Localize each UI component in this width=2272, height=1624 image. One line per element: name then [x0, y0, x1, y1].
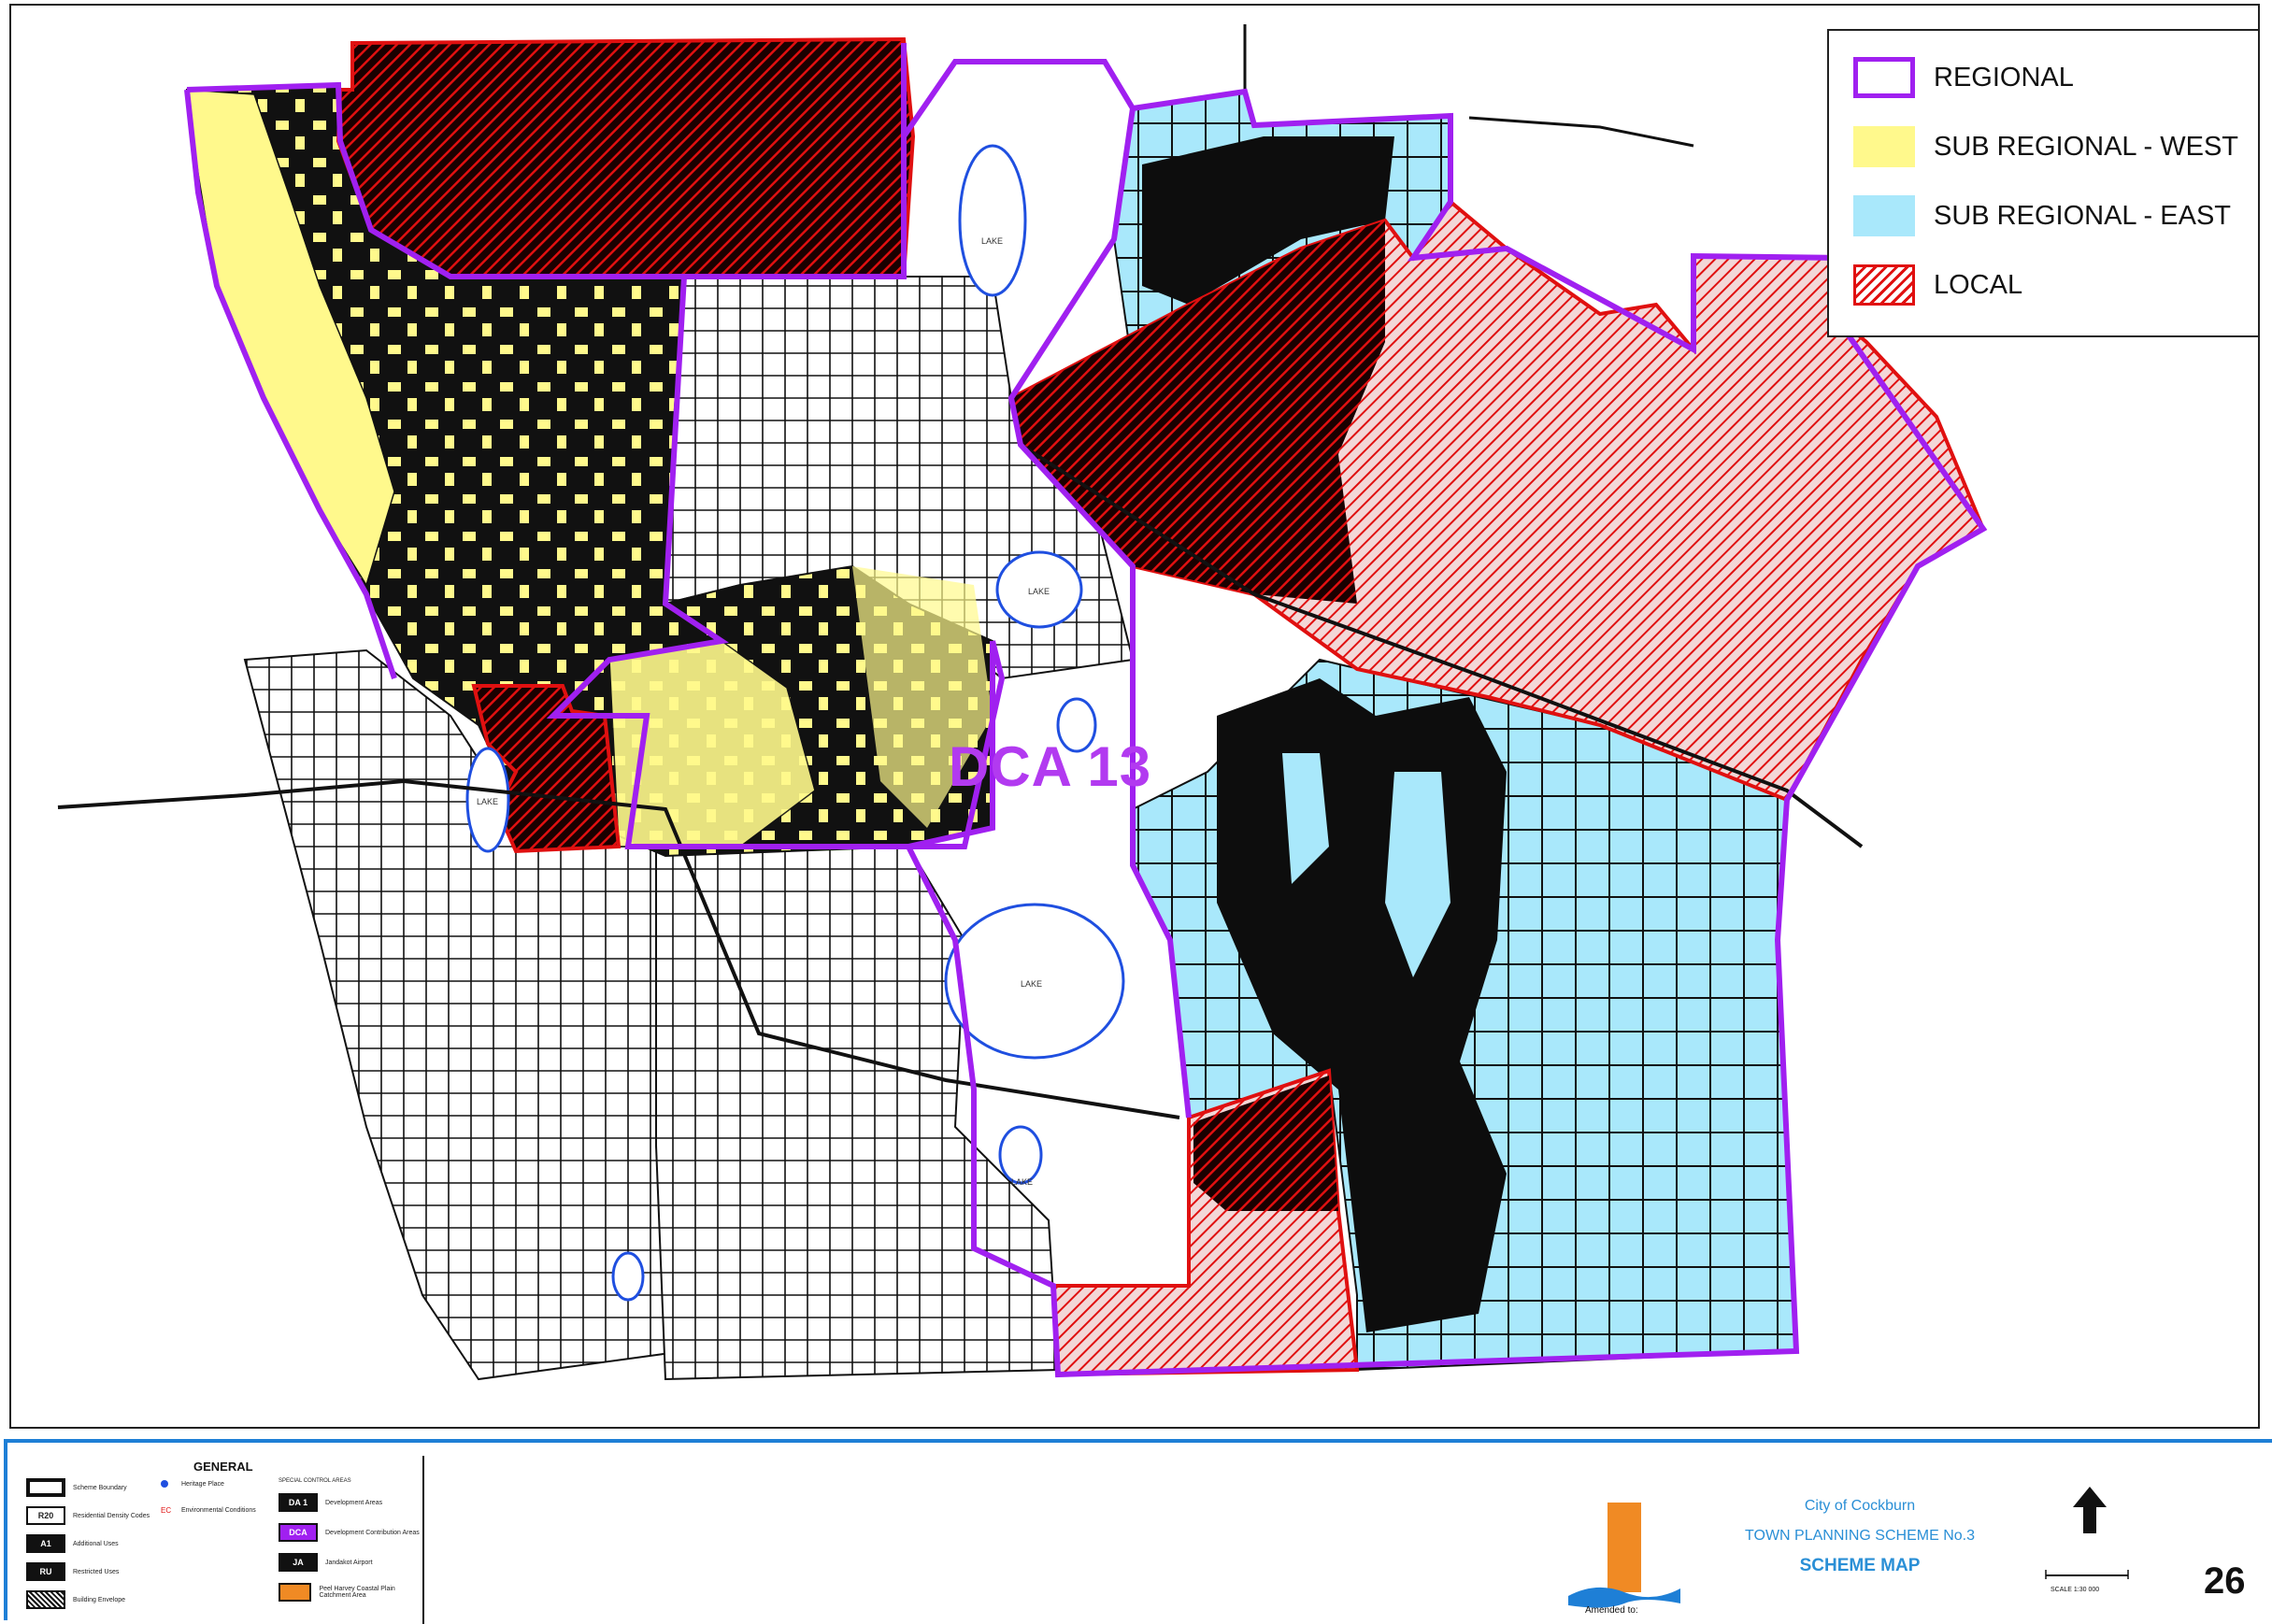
peel-harvey-symbol — [279, 1583, 312, 1602]
major-road-diagonal — [1019, 443, 1864, 848]
yangebup-lake — [995, 550, 1083, 629]
lake-label-3: LAKE — [981, 236, 1003, 246]
regional-boundary-central — [684, 43, 1192, 1118]
kogolup-lake — [998, 1125, 1043, 1185]
city-logo-icon — [1568, 1503, 1680, 1608]
key-label: Scheme Boundary — [73, 1484, 127, 1491]
key-item-peel-harvey: Peel Harvey Coastal Plain Catchment Area — [279, 1583, 422, 1602]
special-control-areas-heading: SPECIAL CONTROL AREAS — [279, 1478, 351, 1484]
local-north-hatch — [336, 36, 916, 278]
legend-label-regional: REGIONAL — [1934, 62, 2074, 93]
key-label: Residential Density Codes — [73, 1512, 150, 1519]
sub-regional-east-swatch — [1853, 195, 1915, 236]
bibra-lake — [958, 144, 1027, 297]
dca-area-label: DCA 13 — [949, 735, 1152, 798]
key-item-development-areas: DA 1 Development Areas — [279, 1493, 382, 1512]
sheet-number: 26 — [2204, 1560, 2246, 1602]
key-item-restricted-uses: RU Restricted Uses — [26, 1562, 119, 1581]
jandakot-airport-symbol: JA — [279, 1553, 318, 1572]
thomsons-lake — [944, 903, 1125, 1060]
amended-label: Amended to: — [1585, 1605, 1638, 1616]
key-label: Jandakot Airport — [325, 1559, 373, 1566]
restricted-uses-symbol: RU — [26, 1562, 65, 1581]
lake-label-1: LAKE — [1021, 979, 1042, 989]
scale-bar-icon — [2045, 1570, 2129, 1579]
key-item-additional-uses: A1 Additional Uses — [26, 1534, 119, 1553]
legend-item-regional: REGIONAL — [1853, 53, 2074, 102]
heritage-place-icon — [161, 1480, 168, 1488]
east-south-blue-pockets — [1282, 753, 1450, 977]
key-item-scheme-boundary: Scheme Boundary — [26, 1478, 127, 1497]
legend-item-sub-regional-west: SUB REGIONAL - WEST — [1853, 122, 2238, 171]
major-road-east-west — [57, 778, 1180, 1119]
lake-label-4: LAKE — [1011, 1177, 1033, 1187]
east-north-dark — [1142, 136, 1394, 305]
key-item-density-codes: R20 Residential Density Codes — [26, 1506, 150, 1525]
local-east-dense-part — [1011, 221, 1385, 604]
scheme-title-block: City of Cockburn TOWN PLANNING SCHEME No… — [1738, 1491, 1981, 1581]
key-item-dca: DCA Development Contribution Areas — [279, 1523, 420, 1542]
key-label: Building Envelope — [73, 1596, 126, 1603]
manning-lake — [465, 747, 510, 853]
city-name: City of Cockburn — [1804, 1498, 1916, 1514]
regional-boundary-east — [906, 88, 1988, 1378]
local-swatch — [1853, 264, 1915, 306]
map-footer: GENERAL Scheme Boundary R20 Residential … — [4, 1439, 2272, 1624]
key-item-environmental-conditions: EC Environmental Conditions — [161, 1506, 256, 1515]
regional-boundary-dca-cut — [908, 640, 1006, 849]
north-arrow-icon — [2073, 1487, 2107, 1533]
key-label: Heritage Place — [181, 1480, 224, 1488]
west-yellow-east — [852, 566, 993, 828]
small-lake-2 — [1056, 697, 1097, 753]
lake-label-2: LAKE — [1028, 587, 1050, 596]
scheme-map-title: SCHEME MAP — [1799, 1556, 1921, 1575]
key-title: GENERAL — [193, 1460, 253, 1474]
regional-swatch — [1853, 57, 1915, 98]
key-label: Development Areas — [325, 1499, 383, 1506]
north-road — [1243, 24, 1694, 148]
map-canvas[interactable]: LAKE LAKE LAKE LAKE LAKE — [11, 6, 2260, 1429]
building-envelope-symbol — [26, 1590, 65, 1609]
regional-boundary-west — [186, 81, 995, 849]
dca-symbol: DCA — [279, 1523, 318, 1542]
key-label: Additional Uses — [73, 1540, 119, 1547]
key-label: Development Contribution Areas — [325, 1529, 420, 1536]
scheme-name: TOWN PLANNING SCHEME No.3 — [1745, 1528, 1975, 1544]
legend-label-sub-regional-east: SUB REGIONAL - EAST — [1934, 200, 2231, 231]
map-frame: LAKE LAKE LAKE LAKE LAKE REGIONAL SUB RE… — [9, 4, 2260, 1429]
development-area-symbol: DA 1 — [279, 1493, 318, 1512]
environmental-conditions-icon: EC — [161, 1506, 172, 1515]
scale-label: SCALE 1:30 000 — [2051, 1587, 2100, 1593]
map-key-panel: GENERAL Scheme Boundary R20 Residential … — [21, 1456, 424, 1624]
legend-item-sub-regional-east: SUB REGIONAL - EAST — [1853, 192, 2231, 240]
scheme-boundary-symbol — [26, 1478, 65, 1497]
key-label: Peel Harvey Coastal Plain Catchment Area — [319, 1586, 395, 1599]
key-label: Restricted Uses — [73, 1568, 120, 1575]
local-south-dense-part — [1193, 1076, 1338, 1211]
small-lake-1 — [611, 1251, 645, 1302]
lake-label-5: LAKE — [477, 797, 498, 806]
map-legend: REGIONAL SUB REGIONAL - WEST SUB REGIONA… — [1827, 29, 2258, 337]
density-code-symbol: R20 — [26, 1506, 65, 1525]
key-item-heritage-place: Heritage Place — [161, 1480, 224, 1488]
legend-item-local: LOCAL — [1853, 261, 2022, 309]
legend-label-sub-regional-west: SUB REGIONAL - WEST — [1934, 131, 2239, 162]
key-label: Environmental Conditions — [181, 1506, 256, 1514]
key-item-jandakot-airport: JA Jandakot Airport — [279, 1553, 373, 1572]
regional-boundary-west-outer — [184, 89, 397, 679]
additional-uses-symbol: A1 — [26, 1534, 65, 1553]
legend-label-local: LOCAL — [1934, 269, 2023, 300]
sub-regional-west-swatch — [1853, 126, 1915, 167]
key-item-building-envelope: Building Envelope — [26, 1590, 125, 1609]
